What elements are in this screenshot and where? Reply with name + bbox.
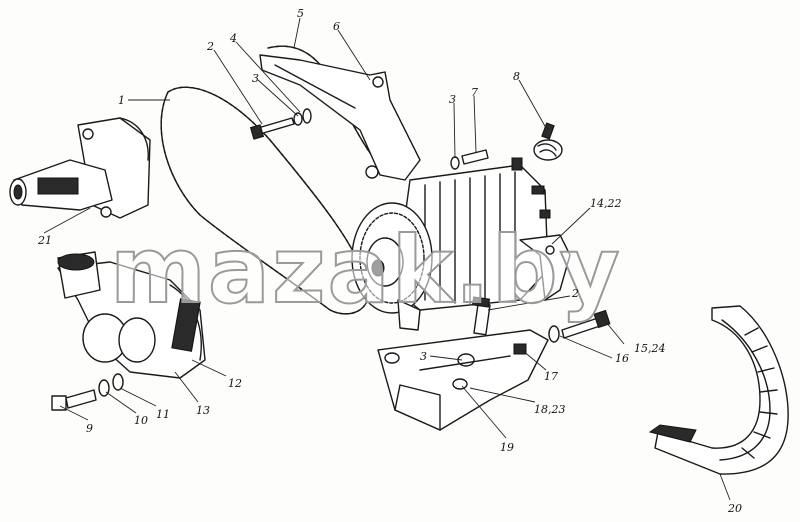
label-part-12: 12: [228, 377, 242, 390]
label-part-2-lower: 2: [571, 287, 579, 300]
label-parts-18-23: 18,23: [534, 403, 566, 416]
thermostat-housing-parts-12-13: [57, 251, 206, 379]
label-part-3-lower: 3: [420, 350, 427, 363]
label-part-7: 7: [471, 86, 478, 99]
label-part-20: 20: [727, 502, 742, 515]
label-part-6: 6: [333, 20, 340, 33]
label-part-5: 5: [297, 7, 304, 20]
part-labels: 1 2 3 4 5 6 3 7 8 14,22 2 15,24 16 17 3 …: [37, 7, 742, 515]
label-part-3-middle: 3: [449, 93, 456, 106]
label-part-8: 8: [513, 70, 520, 83]
alternator-fins: [424, 171, 516, 304]
leader-lines: [43, 17, 731, 501]
label-part-19: 19: [500, 441, 514, 454]
screw-part-7: [450, 149, 489, 170]
label-part-16: 16: [615, 352, 629, 365]
flange-fitting-part-21: [9, 117, 151, 219]
label-part-10: 10: [134, 414, 148, 427]
bolt-part-2-upper: [249, 108, 312, 140]
watermark-text: mazak.by: [110, 217, 622, 324]
label-part-17: 17: [544, 370, 558, 383]
bracket-parts-14-22: [519, 234, 571, 301]
curved-shield-part-20: [648, 305, 789, 475]
label-parts-14-22: 14,22: [590, 197, 622, 210]
adjusting-bracket-part-6: [259, 54, 421, 181]
shield-ribs: [741, 327, 778, 459]
connector-part-8: [533, 122, 563, 161]
bolt-parts-15-16-24: [548, 309, 611, 343]
label-part-2-upper: 2: [206, 40, 214, 53]
label-part-13: 13: [196, 404, 210, 417]
label-part-11: 11: [156, 408, 170, 421]
alternator-body: [351, 157, 551, 331]
label-part-4: 4: [229, 32, 237, 45]
label-part-3-upper: 3: [252, 72, 259, 85]
label-part-9: 9: [86, 422, 93, 435]
label-parts-15-24: 15,24: [634, 342, 666, 355]
mounting-bracket-parts-17-18-19-23: [377, 329, 549, 431]
bolt-part-2-lower: [471, 296, 491, 336]
label-part-1: 1: [118, 94, 125, 107]
bolt-parts-9-10-11: [51, 373, 124, 411]
label-part-21: 21: [37, 234, 52, 247]
